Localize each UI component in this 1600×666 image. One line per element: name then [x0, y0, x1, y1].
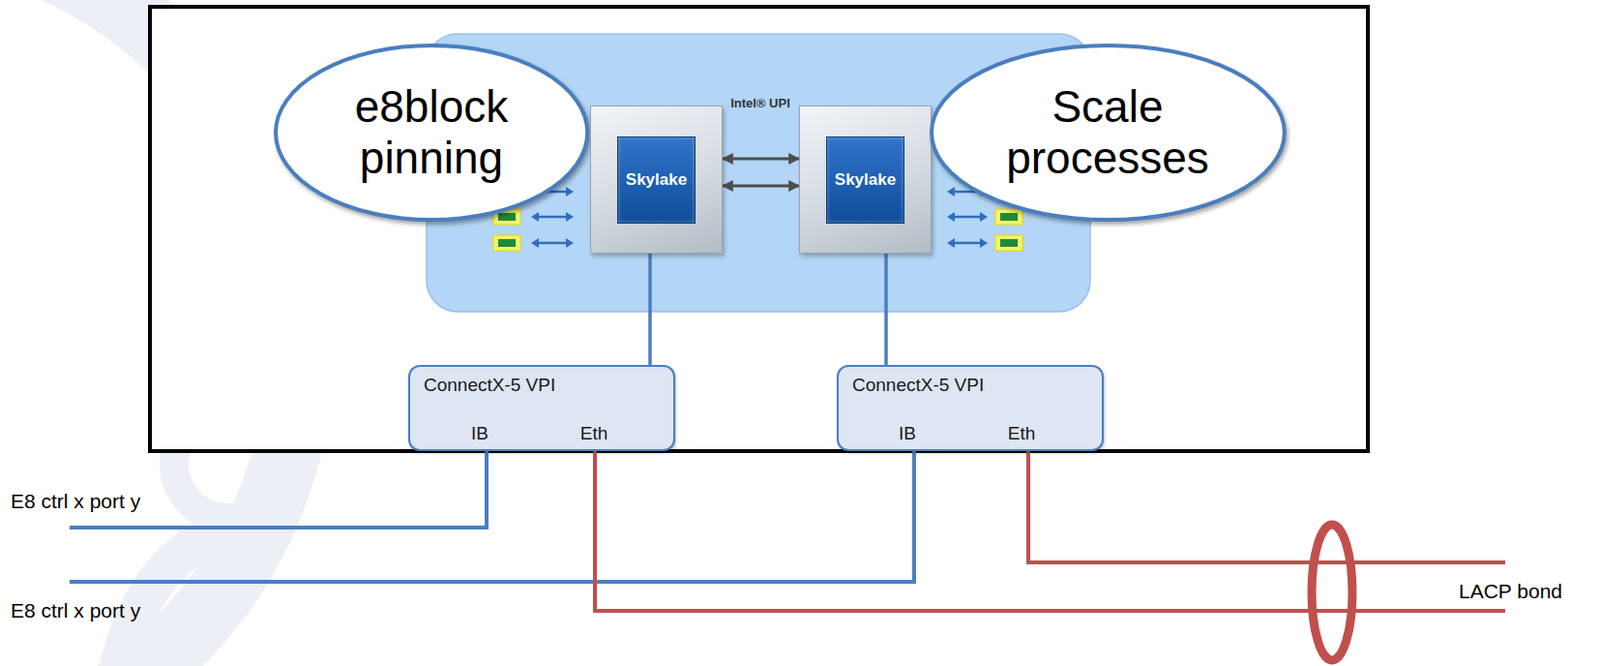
memory-link-head	[565, 237, 574, 248]
pcie-link	[648, 253, 652, 365]
ib-wire	[69, 450, 487, 528]
nic-label: IB	[898, 422, 917, 445]
memory-slot	[995, 235, 1023, 251]
port-label: E8 ctrl x port y	[10, 488, 141, 513]
eth-wire	[1028, 450, 1506, 563]
cpu-chip: Skylake	[590, 105, 723, 254]
memory-link-head	[947, 186, 955, 197]
memory-module	[1000, 212, 1018, 221]
nic-card: ConnectX-5 VPI IB Eth	[836, 364, 1104, 451]
cpu-label: Skylake	[826, 136, 905, 224]
lacp-bond-ring	[1311, 524, 1353, 660]
eth-wires	[594, 450, 1506, 611]
memory-link-head	[531, 211, 539, 222]
nic-card: ConnectX-5 VPI IB Eth	[408, 364, 676, 451]
memory-module	[1000, 238, 1018, 247]
memory-link-head	[979, 211, 988, 222]
nic-label: Eth	[580, 422, 609, 445]
ib-wires	[69, 450, 915, 582]
ib-wire	[69, 450, 915, 582]
memory-module	[498, 238, 516, 247]
memory-link-head	[565, 211, 574, 222]
memory-link-head	[947, 211, 955, 222]
memory-link-head	[565, 186, 574, 197]
memory-link	[952, 215, 982, 219]
eth-wire	[594, 450, 1506, 611]
callout-ellipse: Scale processes	[928, 42, 1288, 223]
callout-text: Scale processes	[991, 81, 1224, 184]
memory-module	[498, 212, 516, 221]
cpu-chip: Skylake	[799, 105, 932, 254]
nic-label: ConnectX-5 VPI	[423, 374, 556, 396]
callout-text: e8block pinning	[329, 81, 534, 184]
watermark-swirl	[116, 522, 252, 666]
cpu-label: Skylake	[617, 136, 696, 224]
callout-ellipse: e8block pinning	[272, 42, 591, 223]
memory-link	[952, 241, 982, 245]
port-label: E8 ctrl x port y	[10, 597, 141, 623]
upi-link	[722, 157, 800, 161]
pcie-link	[884, 253, 889, 365]
upi-link	[722, 184, 800, 188]
nic-label: Eth	[1007, 422, 1037, 445]
bus-label: Intel® UPI	[728, 96, 793, 112]
nic-label: ConnectX-5 VPI	[852, 374, 984, 396]
memory-link-head	[947, 237, 955, 248]
nic-label: IB	[471, 422, 489, 445]
memory-link	[536, 215, 568, 219]
bond-label: LACP bond	[1458, 578, 1563, 603]
memory-link	[536, 241, 568, 245]
memory-slot	[995, 208, 1023, 225]
memory-slot	[493, 235, 521, 251]
memory-link-head	[979, 237, 988, 248]
memory-link-head	[531, 237, 539, 248]
server-outline	[149, 6, 1368, 451]
